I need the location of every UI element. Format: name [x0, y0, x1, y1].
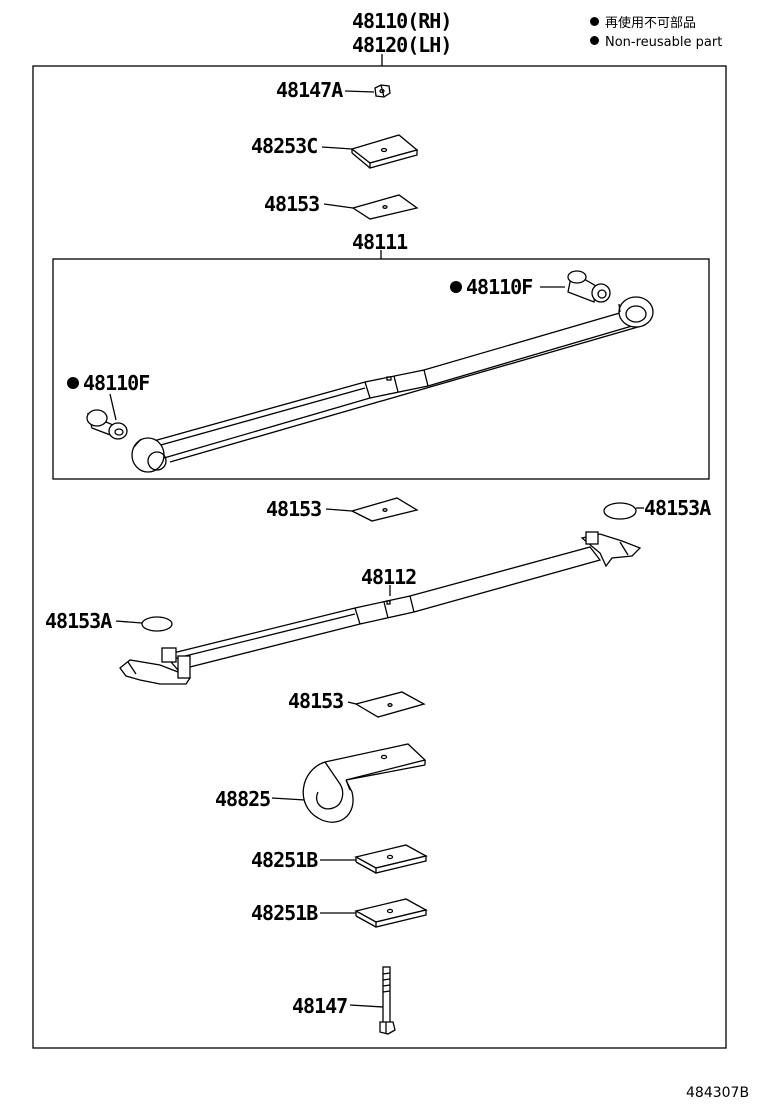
plate-1-part: [320, 844, 428, 874]
legend-jp: 再使用不可部品: [590, 17, 696, 30]
label-liner-1: 48153: [264, 192, 320, 216]
label-silencer-right: 48153A: [644, 496, 711, 520]
clip-part: [271, 743, 427, 823]
label-bolt: 48147: [292, 994, 348, 1018]
legend-en-text: Non-reusable part: [605, 35, 723, 50]
liner-3-part: [347, 691, 426, 718]
plate-top-part: [321, 134, 419, 169]
silencer-right-part: [603, 502, 644, 520]
leaf-2-part: [119, 531, 642, 685]
non-reusable-dot-icon: [450, 281, 462, 293]
label-bushing-left: 48110F: [67, 371, 150, 395]
assembly-label-lh: 48120(LH): [352, 33, 452, 57]
label-bushing-left-text: 48110F: [83, 371, 150, 395]
liner-2-part: [325, 497, 419, 522]
assembly-frame: [32, 65, 727, 1049]
non-reusable-dot-icon: [67, 377, 79, 389]
assembly-label-rh: 48110(RH): [352, 9, 452, 33]
non-reusable-dot-icon: [590, 36, 599, 45]
label-liner-2: 48153: [266, 497, 322, 521]
silencer-left-part: [115, 616, 173, 632]
label-plate-1: 48251B: [251, 848, 318, 872]
label-plate-top: 48253C: [251, 134, 318, 158]
legend-en: Non-reusable part: [590, 36, 722, 49]
legend-jp-text: 再使用不可部品: [605, 16, 697, 31]
nut-part: [344, 84, 391, 98]
label-bushing-right-text: 48110F: [466, 275, 533, 299]
bushing-right-part: [540, 270, 611, 303]
liner-1-part: [323, 194, 419, 220]
label-liner-3: 48153: [288, 689, 344, 713]
label-clip: 48825: [215, 787, 271, 811]
label-silencer-left: 48153A: [45, 609, 112, 633]
label-main-leaf: 48111: [352, 230, 408, 254]
figure-code: 484307B: [686, 1085, 750, 1101]
label-bushing-right: 48110F: [450, 275, 533, 299]
bushing-left-part: [86, 393, 128, 440]
label-leaf-2: 48112: [361, 565, 417, 589]
plate-2-part: [320, 898, 428, 928]
label-plate-2: 48251B: [251, 901, 318, 925]
label-nut: 48147A: [276, 78, 343, 102]
bolt-part: [349, 966, 396, 1035]
main-leaf-part: [131, 296, 654, 473]
non-reusable-dot-icon: [590, 17, 599, 26]
